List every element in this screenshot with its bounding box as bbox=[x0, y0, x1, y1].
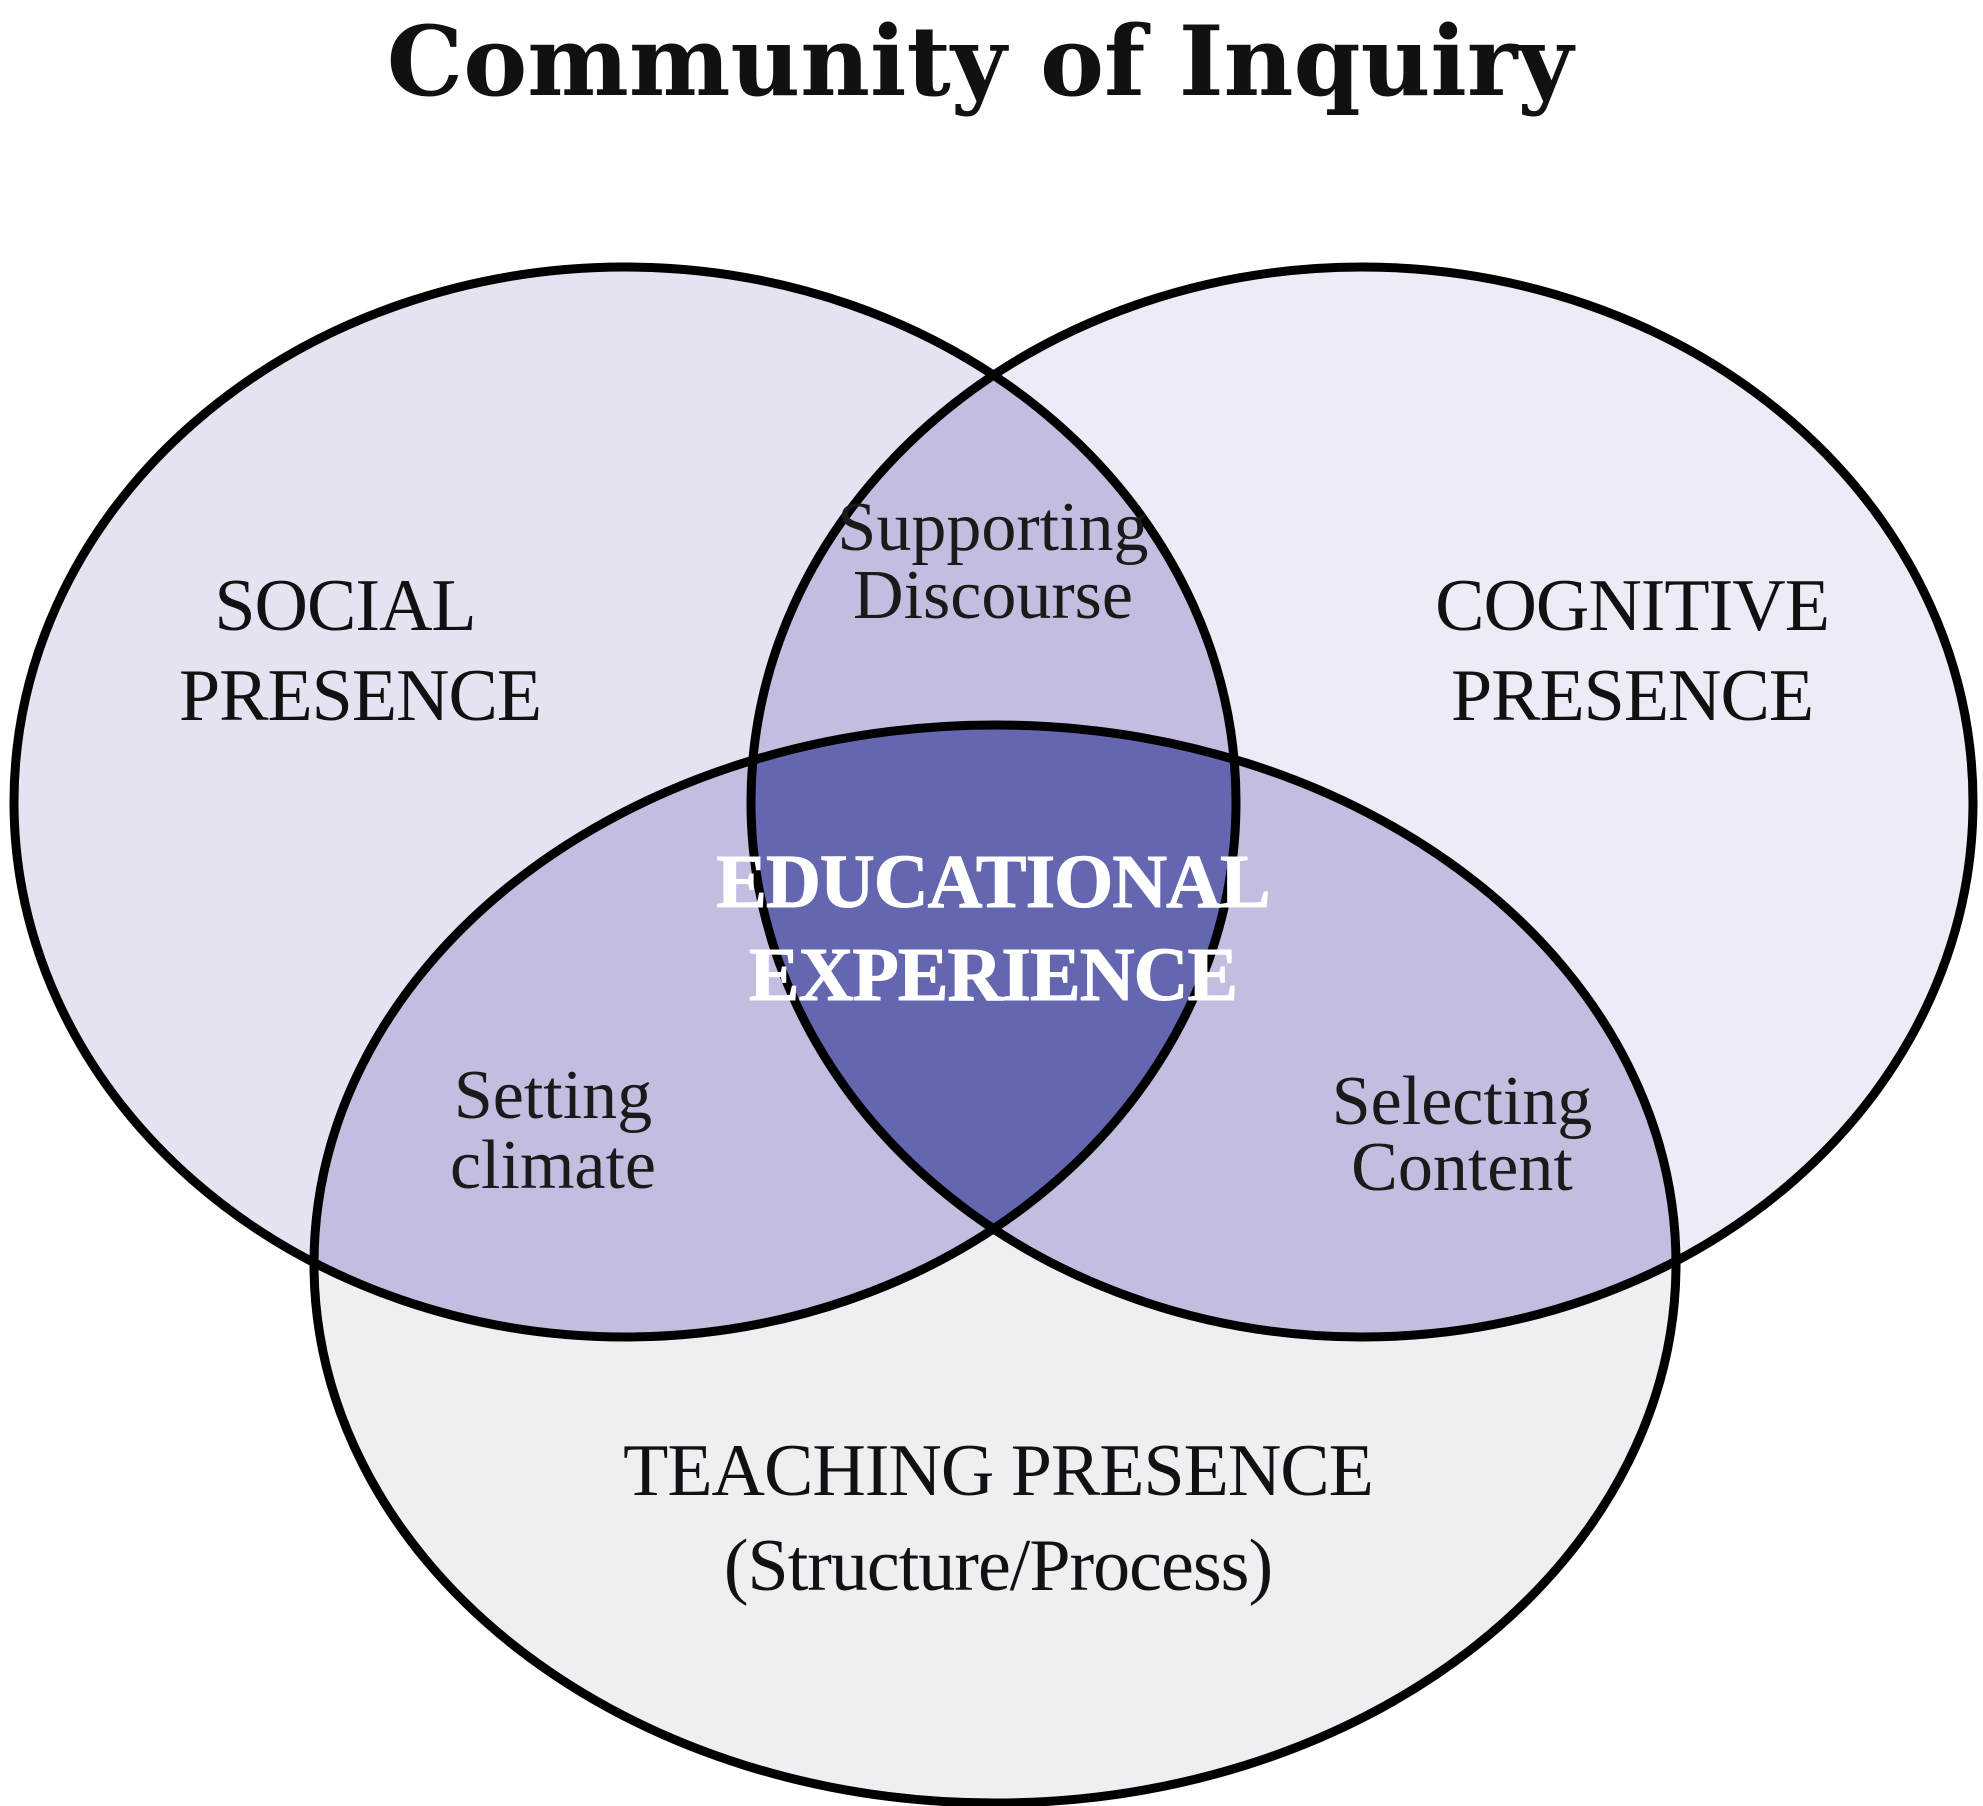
educational-experience-line1: EDUCATIONAL bbox=[716, 840, 1269, 924]
cognitive-presence-label-line2: PRESENCE bbox=[1451, 655, 1813, 737]
social-presence-label-line2: PRESENCE bbox=[179, 655, 541, 737]
supporting-discourse-line1: Supporting bbox=[837, 489, 1148, 566]
teaching-presence-label-line2: (Structure/Process) bbox=[724, 1525, 1272, 1607]
cognitive-presence-label-line1: COGNITIVE bbox=[1435, 565, 1829, 647]
educational-experience-label: EDUCATIONAL EXPERIENCE bbox=[716, 840, 1271, 1018]
selecting-content-line1: Selecting bbox=[1332, 1063, 1592, 1140]
social-presence-label-line1: SOCIAL bbox=[214, 565, 475, 647]
setting-climate-line2: climate bbox=[450, 1127, 656, 1204]
teaching-presence-label-line1: TEACHING PRESENCE bbox=[623, 1430, 1373, 1512]
setting-climate-label: Setting climate bbox=[450, 1057, 656, 1204]
educational-experience-line2: EXPERIENCE bbox=[749, 933, 1237, 1017]
cognitive-presence-label: COGNITIVE PRESENCE bbox=[1435, 565, 1830, 737]
supporting-discourse-line2: Discourse bbox=[853, 557, 1133, 634]
social-presence-label: SOCIAL PRESENCE bbox=[179, 565, 542, 737]
teaching-presence-label: TEACHING PRESENCE (Structure/Process) bbox=[623, 1430, 1374, 1607]
selecting-content-label: Selecting Content bbox=[1332, 1063, 1592, 1206]
selecting-content-line2: Content bbox=[1351, 1129, 1573, 1206]
setting-climate-line1: Setting bbox=[454, 1057, 652, 1134]
supporting-discourse-label: Supporting Discourse bbox=[837, 489, 1148, 634]
diagram-title: Community of Inquiry bbox=[387, 5, 1577, 118]
